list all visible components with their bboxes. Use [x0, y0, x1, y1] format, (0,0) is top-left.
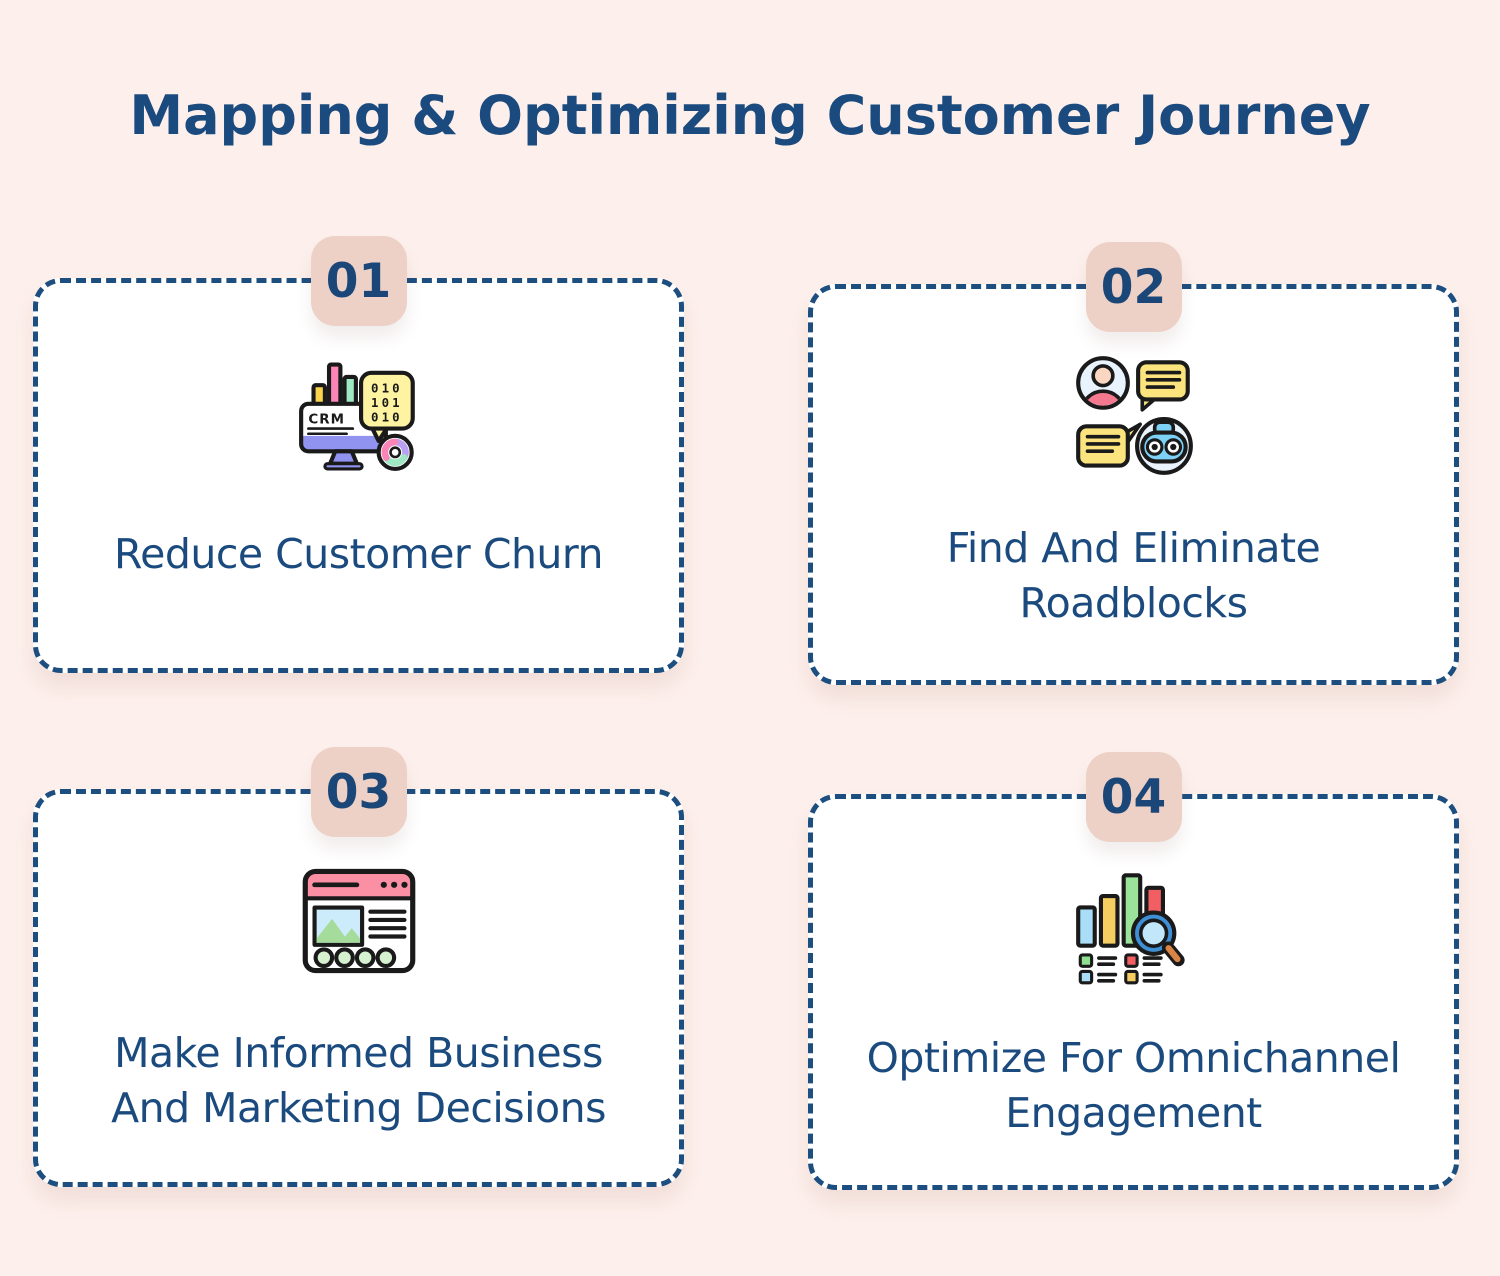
binary-row: 010 — [371, 380, 403, 395]
binary-row: 010 — [371, 409, 403, 424]
bar-chart-magnifier-icon — [1075, 873, 1185, 985]
card-label: Make Informed Business And Marketing Dec… — [38, 1026, 679, 1136]
binary-row: 101 — [371, 395, 403, 410]
label-line: Find And Eliminate — [946, 524, 1321, 572]
card-label: Optimize For Omnichannel Engagement — [813, 1031, 1454, 1141]
crm-monitor-chart-icon: CRM 010 101 010 — [298, 362, 415, 471]
card-icon-wrap: CRM 010 101 010 — [297, 345, 421, 475]
label-line: Optimize For Omnichannel — [866, 1034, 1401, 1082]
card-informed-decisions: 03 — [33, 747, 684, 1187]
page-title: Mapping & Optimizing Customer Journey — [129, 84, 1371, 147]
card-reduce-customer-churn: 01 CRM 010 101 — [33, 236, 684, 673]
customer-chatbot-conversation-icon — [1075, 356, 1193, 475]
label-line: And Marketing Decisions — [111, 1084, 606, 1132]
label-line: Make Informed Business — [114, 1029, 603, 1077]
card-label: Reduce Customer Churn — [38, 527, 679, 582]
card-number-badge: 04 — [1085, 752, 1182, 842]
card-number-badge: 01 — [310, 236, 407, 326]
browser-window-analytics-icon — [302, 868, 415, 974]
label-line: Reduce Customer Churn — [113, 530, 604, 578]
crm-screen-text: CRM — [308, 412, 345, 427]
card-omnichannel-engagement: 04 — [808, 752, 1459, 1190]
card-icon-wrap — [1072, 351, 1196, 481]
card-label: Find And Eliminate Roadblocks — [813, 521, 1454, 631]
card-find-eliminate-roadblocks: 02 — [808, 242, 1459, 685]
card-number-badge: 02 — [1085, 242, 1182, 332]
card-icon-wrap — [297, 856, 421, 986]
label-line: Roadblocks — [1019, 579, 1248, 627]
card-number-badge: 03 — [310, 747, 407, 837]
label-line: Engagement — [1005, 1089, 1262, 1137]
card-icon-wrap — [1072, 861, 1196, 991]
